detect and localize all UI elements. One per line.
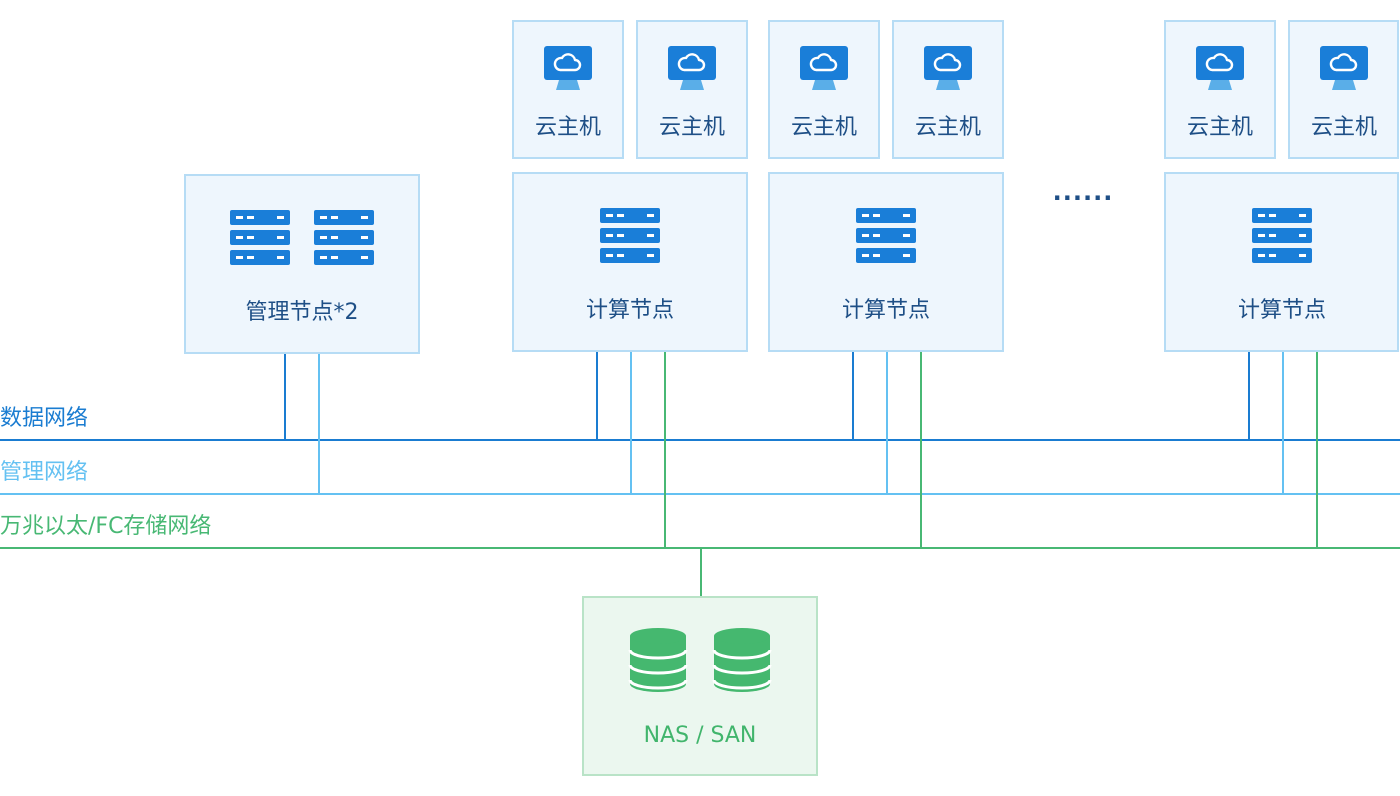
vm-label: 云主机	[1187, 115, 1253, 140]
server-icon	[856, 208, 916, 263]
storage-network-label: 万兆以太/FC存储网络	[0, 514, 211, 539]
database-icon	[712, 626, 772, 694]
ellipsis-indicator: ······	[1053, 184, 1114, 212]
compute-node-label: 计算节点	[1238, 298, 1326, 323]
compute-node: 云主机 云主机 计算节点	[512, 20, 748, 352]
server-icon	[314, 210, 374, 265]
storage-label: NAS / SAN	[644, 723, 757, 748]
compute-node: 云主机 云主机 计算节点	[768, 20, 1004, 352]
management-network-label: 管理网络	[0, 460, 88, 485]
compute-node: 云主机 云主机 计算节点	[1164, 20, 1399, 352]
compute-node-label: 计算节点	[586, 298, 674, 323]
vm-label: 云主机	[1311, 115, 1377, 140]
vm-label: 云主机	[915, 115, 981, 140]
management-node: 管理节点*2	[184, 174, 420, 354]
vm-label: 云主机	[535, 115, 601, 140]
vm-label: 云主机	[659, 115, 725, 140]
data-network-label: 数据网络	[0, 406, 88, 431]
compute-node-label: 计算节点	[842, 298, 930, 323]
database-icon	[628, 626, 688, 694]
server-icon	[600, 208, 660, 263]
server-icon	[1252, 208, 1312, 263]
management-node-label: 管理节点*2	[246, 300, 359, 325]
connector-lines	[284, 351, 1318, 597]
server-icon	[230, 210, 290, 265]
vm-label: 云主机	[791, 115, 857, 140]
shared-storage: NAS / SAN	[582, 596, 818, 776]
